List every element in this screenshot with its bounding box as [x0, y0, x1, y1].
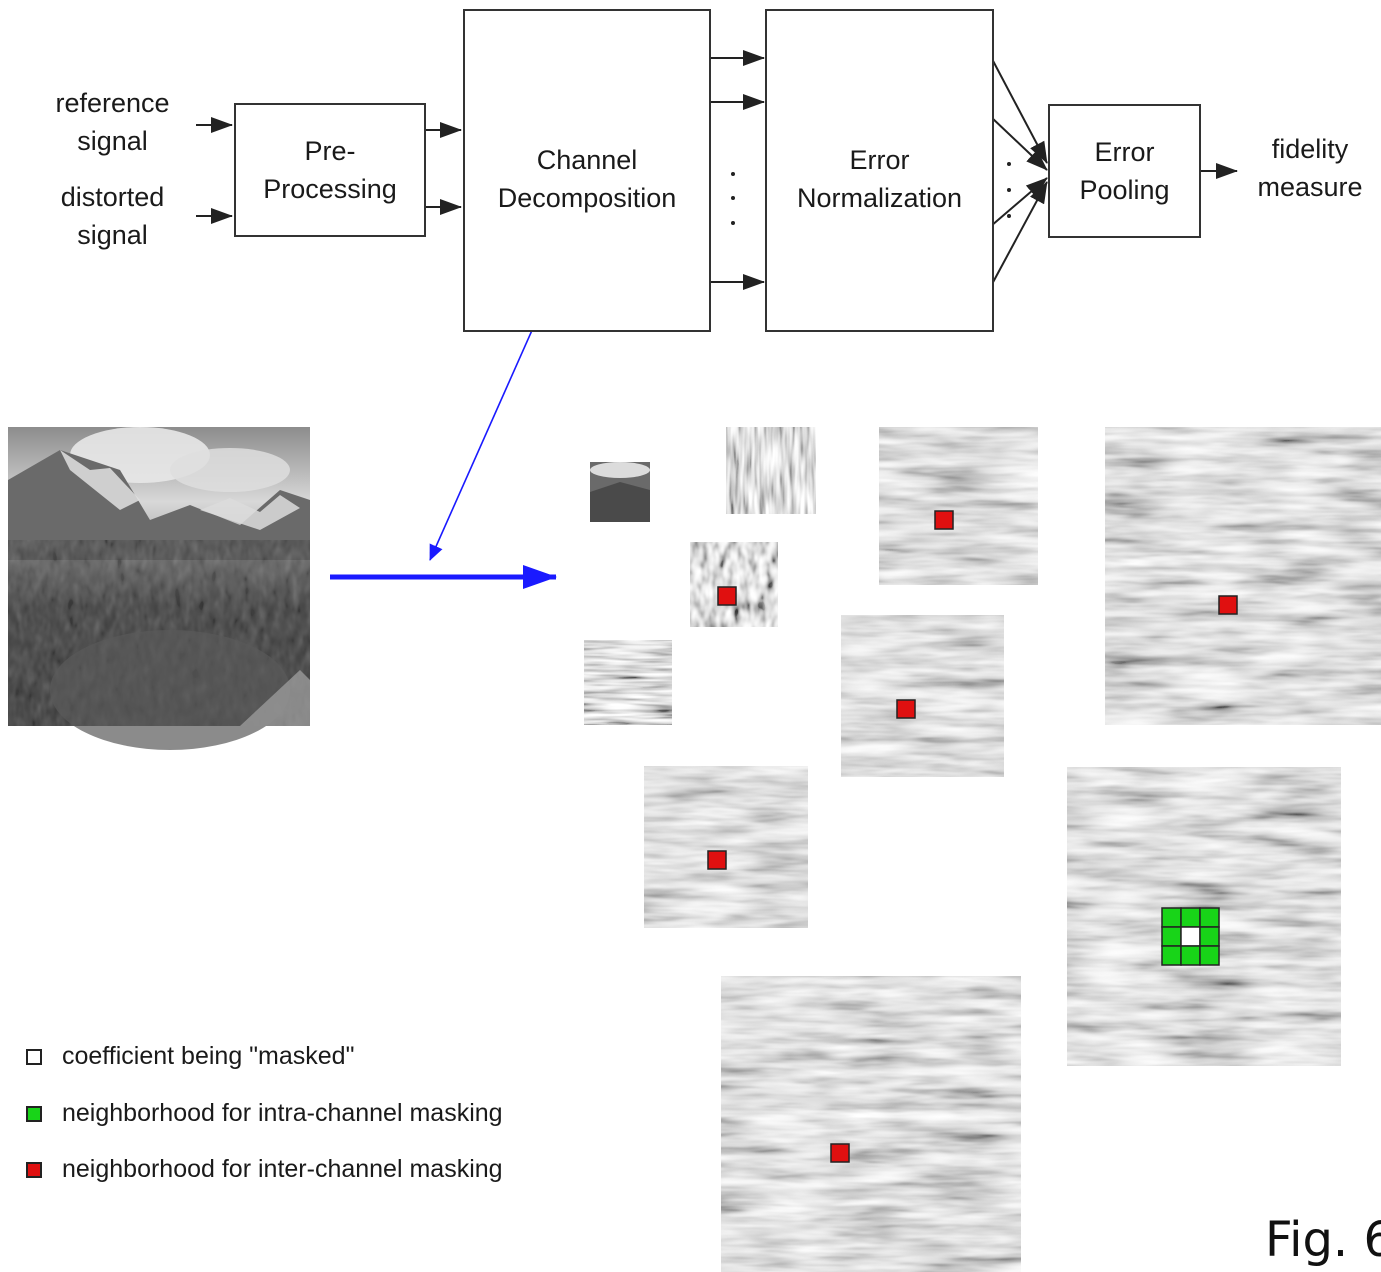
norm-to-pool-arrow-4	[990, 181, 1048, 287]
inter-channel-marker	[896, 699, 916, 719]
legend-item-intra: neighborhood for intra-channel masking	[26, 1099, 503, 1128]
error-pooling-block: Error Pooling	[1048, 104, 1201, 238]
error-pooling-label: Error Pooling	[1079, 137, 1170, 205]
legend-swatch-green	[26, 1105, 42, 1122]
inter-channel-marker	[1218, 595, 1238, 615]
norm-to-pool-arrow-1	[990, 56, 1048, 164]
inter-channel-marker	[830, 1143, 850, 1163]
inter-channel-marker	[934, 510, 954, 530]
intra-channel-neighborhood	[1161, 907, 1220, 966]
error-normalization-label: Error Normalization	[796, 145, 963, 213]
subband-tile	[721, 976, 1021, 1272]
inter-channel-marker	[707, 850, 727, 870]
legend-text: coefficient being "masked"	[62, 1042, 355, 1070]
subband-tile	[841, 615, 1004, 777]
lowpass-thumbnail	[590, 462, 650, 522]
subband-tile	[644, 766, 808, 928]
preprocessing-label: Pre- Processing	[263, 136, 397, 204]
channel-decomposition-block: Channel Decomposition	[463, 9, 711, 332]
norm-to-pool-arrow-3	[990, 177, 1048, 227]
channel-ellipsis-dot	[731, 221, 735, 225]
subband-tile	[1105, 427, 1381, 725]
masked-coefficient	[1180, 926, 1201, 947]
original-image	[8, 427, 310, 750]
norm-to-pool-arrow-2	[990, 116, 1048, 171]
subband-tile	[584, 640, 672, 725]
reference-signal-label: reference signal	[55, 88, 170, 156]
pooling-ellipsis-dot	[1007, 162, 1011, 166]
distorted-signal-label: distorted signal	[60, 182, 165, 250]
subband-tile	[879, 427, 1038, 585]
legend-item-inter: neighborhood for inter-channel masking	[26, 1155, 503, 1184]
preprocessing-block: Pre- Processing	[234, 103, 426, 237]
figure-label: Fig. 6	[1265, 1212, 1381, 1268]
subband-tile	[726, 427, 816, 514]
flow-arrows	[196, 50, 1238, 290]
legend-swatch-red	[26, 1161, 42, 1178]
error-normalization-block: Error Normalization	[765, 9, 994, 332]
pooling-ellipsis-dot	[1007, 188, 1011, 192]
legend-item-masked: coefficient being "masked"	[26, 1042, 354, 1071]
subband-tiles	[584, 427, 1381, 1272]
fidelity-measure-label: fidelity measure	[1257, 134, 1363, 202]
legend-text: neighborhood for inter-channel masking	[62, 1155, 503, 1183]
channel-decomposition-label: Channel Decomposition	[497, 145, 677, 213]
channel-ellipsis-dot	[731, 196, 735, 200]
pooling-ellipsis-dot	[1007, 214, 1011, 218]
channel-ellipsis-dot	[731, 172, 735, 176]
legend-text: neighborhood for intra-channel masking	[62, 1099, 503, 1127]
inter-channel-marker	[717, 586, 737, 606]
subband-tile	[690, 542, 778, 627]
legend-swatch-white	[26, 1048, 42, 1065]
inter-channel-markers	[707, 510, 1238, 1163]
